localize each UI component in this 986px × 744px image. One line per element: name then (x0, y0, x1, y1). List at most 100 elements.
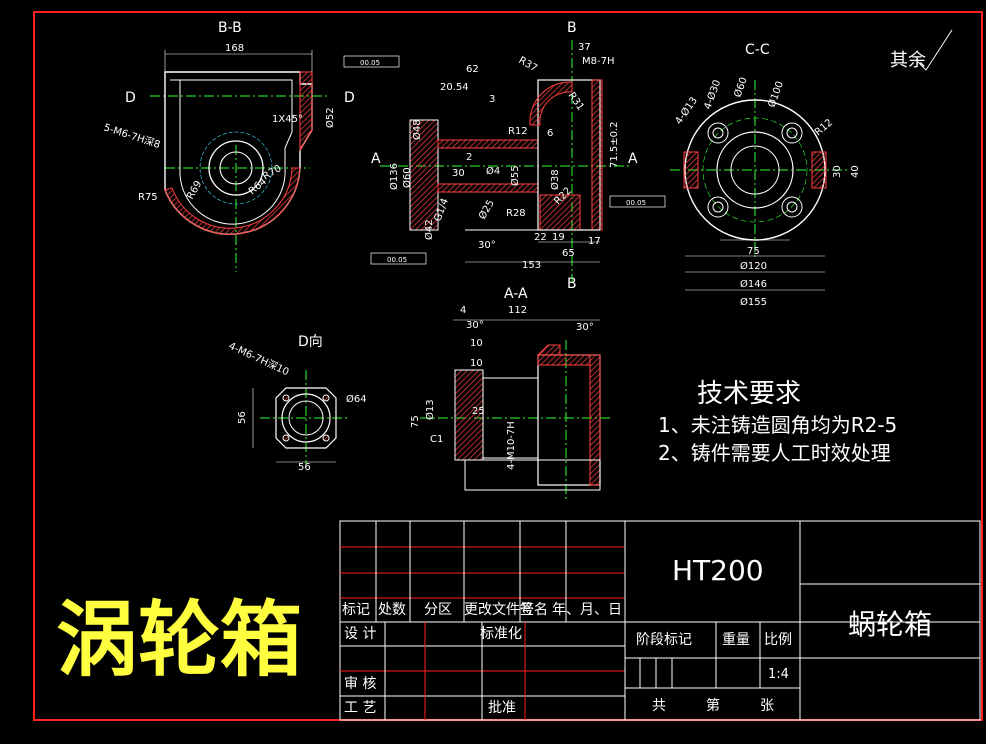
cc-dia155: Ø155 (740, 296, 767, 308)
aa-thread: 4-M10-7H (506, 421, 517, 470)
d-dim-56-h: 56 (298, 462, 311, 473)
bb-dim-dia52: Ø52 (324, 107, 336, 128)
view-aa: A-A 4 112 30° 30° 10 10 75 Ø13 25 C1 4-M… (410, 286, 610, 500)
main-dia136: Ø136 (388, 163, 400, 190)
main-dim-30: 30 (452, 168, 465, 179)
bb-r75: R75 (138, 192, 158, 203)
tb-weight: 重量 (722, 632, 750, 648)
cc-dia60: Ø60 (732, 76, 750, 99)
bb-r69: R69 (185, 179, 204, 202)
main-dia42: Ø42 (423, 219, 435, 240)
aa-dim-4: 4 (460, 305, 466, 316)
tech-heading: 技术要求 (697, 379, 801, 409)
view-bb-title: B-B (218, 20, 242, 36)
roughness-note: 其余 (890, 50, 926, 71)
main-dim-22: 22 (534, 232, 547, 243)
aa-dia13: Ø13 (424, 399, 436, 420)
view-main: B B 37 M8-7H R37 62 20.54 3 R31 R12 6 71… (343, 20, 666, 292)
big-title: 涡轮箱 (56, 593, 302, 688)
tb-header-date: 年、月、日 (552, 602, 622, 618)
aa-dim-10-a: 10 (470, 338, 483, 349)
main-r37: R37 (517, 55, 540, 74)
main-thread: M8-7H (582, 56, 614, 67)
title-block (339, 520, 981, 721)
aa-dim-75: 75 (410, 415, 421, 428)
main-dim-19: 19 (552, 232, 565, 243)
tech-requirements: 技术要求 1、未注铸造圆角均为R2-5 2、铸件需要人工时效处理 (658, 379, 897, 465)
main-section-a-right: A (628, 151, 638, 167)
view-d: D向 4-M6-7H深10 Ø64 56 56 (227, 334, 367, 473)
tb-review: 审 核 (344, 676, 376, 692)
main-dim-153: 153 (522, 260, 541, 271)
view-aa-title: A-A (504, 286, 528, 302)
main-label-b-top: B (567, 20, 577, 36)
view-cc-title: C-C (745, 42, 770, 58)
main-dia55: Ø55 (509, 165, 521, 186)
aa-angle-right: 30° (576, 322, 594, 333)
aa-dim-10-b: 10 (470, 358, 483, 369)
main-tol-2: 00.05 (626, 199, 646, 207)
main-dim-2: 2 (466, 152, 472, 163)
cc-4-dia30: 4-Ø30 (702, 78, 724, 111)
main-dim-65: 65 (562, 248, 575, 259)
tb-stage: 阶段标记 (636, 632, 692, 648)
cc-dia146: Ø146 (740, 278, 767, 290)
aa-dim-25: 25 (472, 406, 485, 417)
tb-header-mark: 标记 (342, 602, 370, 618)
cc-dim-40: 40 (850, 165, 861, 178)
main-dim-2054: 20.54 (440, 82, 469, 93)
cc-dia120: Ø120 (740, 260, 767, 272)
bb-section-right: D (344, 90, 355, 106)
view-bb: B-B 168 D D 1X45° Ø52 5-M6-7H深8 R75 R69 … (102, 20, 355, 272)
main-dim-6: 6 (547, 128, 553, 139)
main-dia60: Ø60 (401, 167, 413, 188)
aa-angle-left: 30° (466, 320, 484, 331)
view-cc: C-C 4-Ø13 4-Ø30 Ø60 Ø100 R12 30 40 75 Ø1… (670, 42, 861, 308)
tb-part-name: 蜗轮箱 (848, 608, 932, 641)
main-section-a-left: A (371, 151, 381, 167)
cc-dim-75: 75 (747, 246, 760, 257)
d-dim-56-v: 56 (237, 411, 248, 424)
main-dim-62: 62 (466, 64, 479, 75)
tb-header-zone: 分区 (424, 602, 452, 618)
tb-scale: 1:4 (768, 667, 789, 682)
tb-total: 共 (652, 698, 666, 714)
main-r12: R12 (508, 126, 528, 137)
main-dia48: Ø48 (411, 119, 423, 140)
tb-material: HT200 (672, 554, 764, 587)
cc-r12: R12 (813, 117, 835, 138)
cc-4-dia13: 4-Ø13 (673, 95, 700, 127)
cc-dim-30: 30 (832, 165, 843, 178)
d-thread-note: 4-M6-7H深10 (227, 340, 291, 378)
aa-dim-112: 112 (508, 305, 527, 316)
main-dim-37: 37 (578, 42, 591, 53)
title-block-text: HT200 蜗轮箱 标记 处数 分区 更改文件号 签名 年、月、日 设 计 标准… (342, 554, 932, 716)
main-tol-1: 00.05 (360, 59, 380, 67)
tb-sheet: 第 (706, 697, 720, 714)
main-dim-17: 17 (588, 236, 601, 247)
bb-dim-width: 168 (225, 43, 244, 54)
tb-header-change: 更改文件号 (464, 602, 534, 618)
bb-section-left: D (125, 90, 136, 106)
main-dia38: Ø38 (549, 169, 561, 190)
tb-approve: 批准 (488, 700, 516, 716)
main-r31: R31 (566, 90, 586, 112)
main-dim-3: 3 (489, 94, 495, 105)
tb-craft: 工 艺 (344, 700, 376, 716)
tb-design: 设 计 (344, 626, 376, 642)
main-dia4: Ø4 (486, 165, 500, 177)
tb-zhang: 张 (760, 698, 774, 714)
main-r28: R28 (506, 208, 526, 219)
tb-scale-label: 比例 (764, 632, 792, 648)
tb-standard: 标准化 (480, 626, 522, 642)
bb-thread-note: 5-M6-7H深8 (102, 121, 162, 151)
tb-header-sign: 签名 (520, 601, 548, 618)
main-dim-715: 71.5±0.2 (609, 121, 620, 168)
bb-chamfer: 1X45° (272, 114, 303, 125)
main-label-b-bottom: B (567, 276, 577, 292)
tech-item-2: 2、铸件需要人工时效处理 (658, 441, 891, 465)
main-dia25: Ø25 (476, 198, 497, 222)
tech-item-1: 1、未注铸造圆角均为R2-5 (658, 413, 897, 437)
main-tol-3: 00.05 (387, 256, 407, 264)
